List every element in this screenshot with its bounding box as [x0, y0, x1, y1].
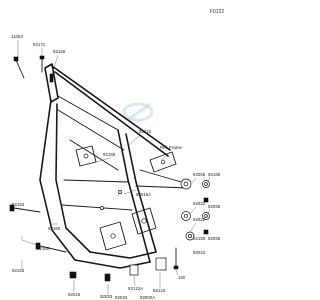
part-bolt-92153 [9, 204, 41, 213]
part-92150-top [49, 73, 54, 83]
label-92150-b: 92150 [193, 236, 206, 241]
part-bolt-120 [173, 247, 179, 270]
part-collar-92122a [129, 264, 139, 276]
label-92160-c: 92160 [37, 246, 50, 251]
label-92055-b: 92055 [208, 204, 221, 209]
label-92055-c: 92055 [208, 236, 221, 241]
part-bolt-92171 [39, 55, 45, 73]
label-92150-top: 92150 [53, 49, 66, 54]
label-92022-a: 92022 [193, 201, 206, 206]
part-nut-92015 [69, 271, 77, 279]
label-92210: 92210 [139, 129, 152, 134]
part-92033 [104, 273, 111, 282]
label-ref-frame: Ref. Frame [160, 145, 183, 150]
label-92171: 92171 [33, 42, 46, 47]
label-92015a: 92015A [136, 192, 151, 197]
part-washers-right [180, 178, 210, 241]
leader-lines [17, 40, 211, 296]
part-collar-92122 [155, 257, 167, 271]
label-92153-b: 92153 [12, 268, 25, 273]
label-92033: 92033 [100, 294, 113, 299]
label-92160-a: 92160 [103, 152, 116, 157]
label-92160-d: 92160 [208, 172, 221, 177]
label-92022-b: 92022 [193, 217, 206, 222]
label-92022-c: 92022 [193, 250, 206, 255]
part-labels: 11053 92171 92150 92210 92160 92015A 921… [11, 34, 221, 300]
frame-parts-diagram: F0122 [9, 9, 224, 300]
label-92015: 92015 [68, 292, 81, 297]
label-92000a: 92000A [140, 295, 155, 300]
motorcycle-frame [39, 63, 189, 269]
label-120: 120 [178, 275, 186, 280]
label-11053: 11053 [11, 34, 23, 39]
label-92153: 92153 [12, 202, 25, 207]
watermark-logo [122, 102, 154, 122]
label-92055: 92055 [193, 172, 206, 177]
label-92122: 92122 [153, 288, 166, 293]
diagram-code: F0122 [210, 9, 224, 15]
part-bolt-11053 [13, 56, 25, 79]
label-92033-b: 92033 [115, 295, 128, 300]
label-92160-b: 92160 [48, 226, 61, 231]
label-92122a: 92122A [128, 286, 143, 291]
